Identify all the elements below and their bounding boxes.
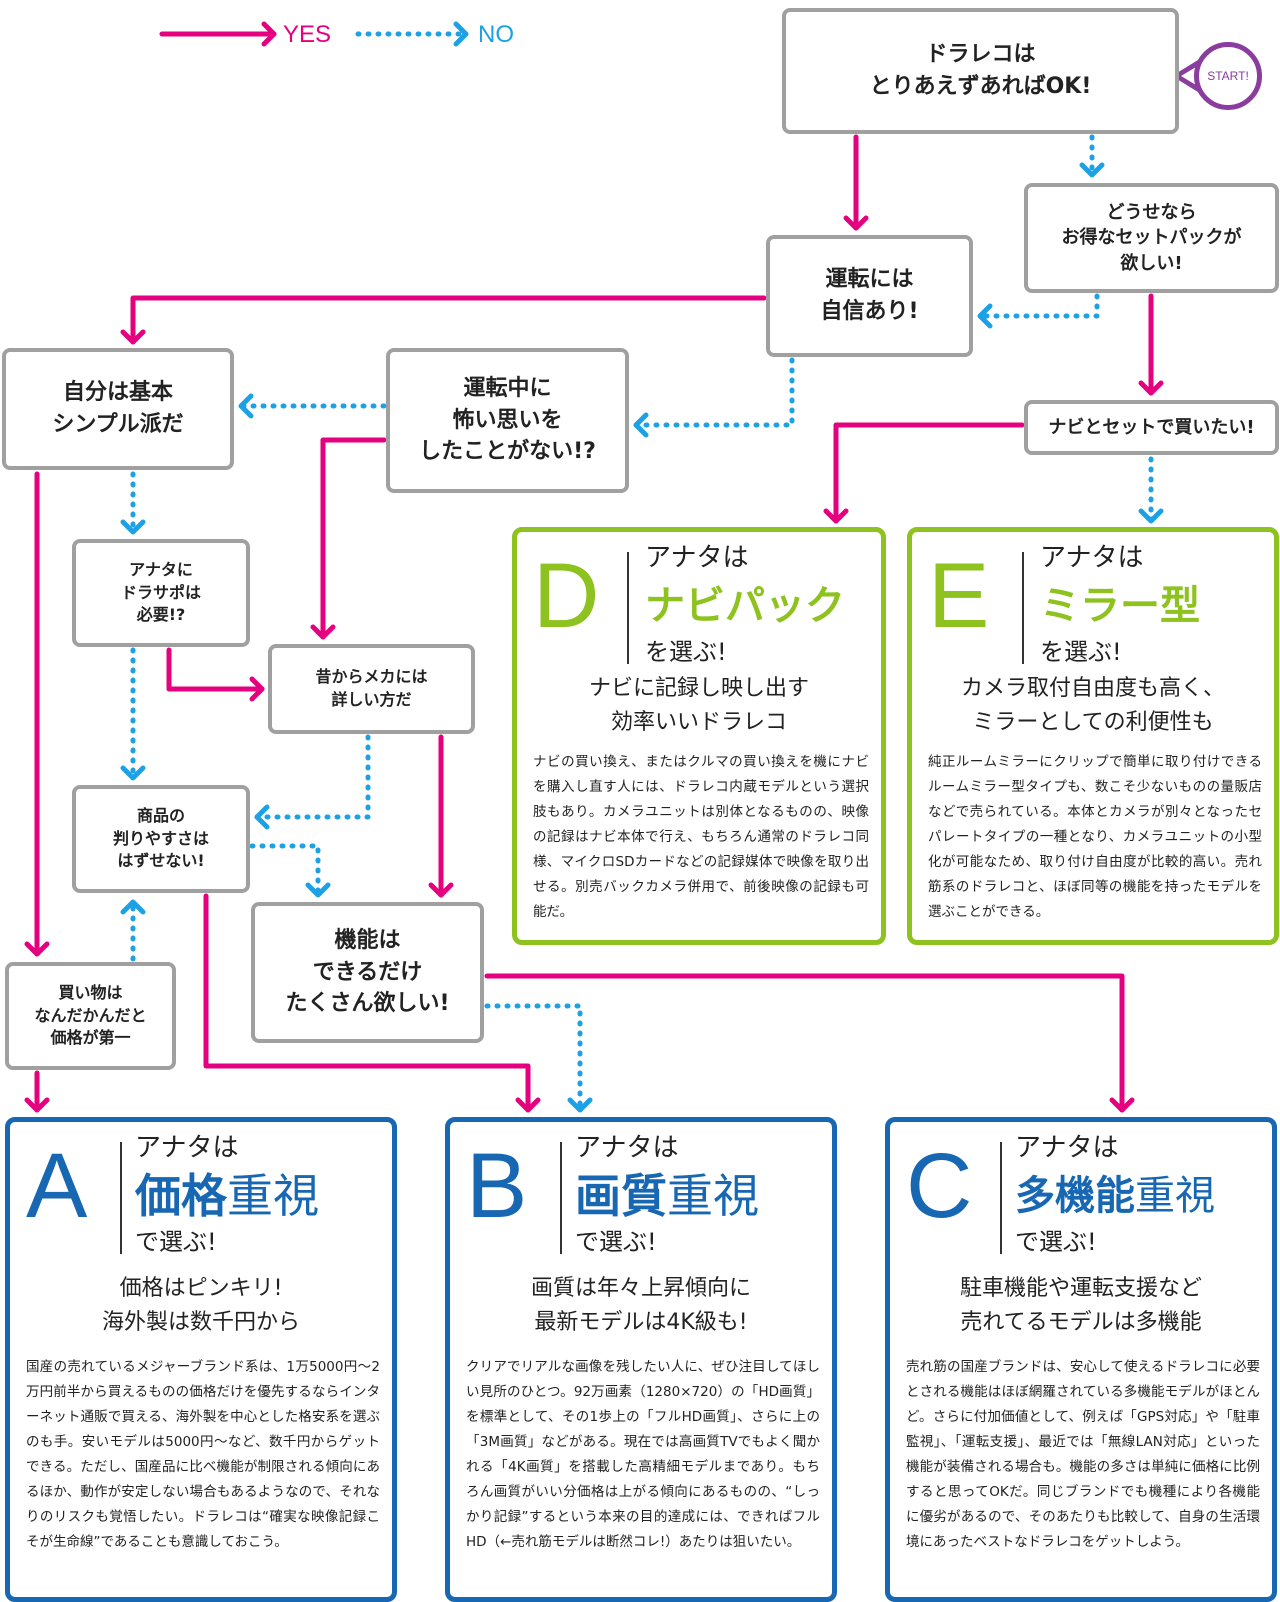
question-many-functions: 機能は できるだけ たくさん欲しい!: [251, 902, 484, 1043]
arrow-price-yes-head: [24, 1097, 50, 1113]
result-b-letter: B: [466, 1135, 528, 1237]
arrow-navi-no-head: [1138, 508, 1164, 524]
arrow-drive-yes-line: [130, 295, 767, 345]
question-driving-confidence: 運転には 自信あり!: [766, 235, 973, 357]
arrow-support-no-head: [120, 765, 146, 781]
result-d-body: ナビの買い換え、またはクルマの買い換えを機にナビを購入し直す人には、ドラレコ内蔵…: [533, 754, 869, 920]
arrow-drive-yes-head: [120, 329, 146, 345]
result-e-choose: を選ぶ!: [1040, 638, 1122, 666]
result-a-title-strong: 価格: [135, 1169, 227, 1223]
legend-yes-label: YES: [283, 21, 332, 48]
result-a-you: アナタは: [135, 1133, 239, 1163]
arrow-many-no-head: [567, 1097, 593, 1113]
result-c-title-rest: 重視: [1135, 1173, 1215, 1219]
arrow-simple-yes-head: [24, 941, 50, 957]
arrow-mecha-no-head: [254, 804, 270, 830]
result-b-title: 画質重視: [575, 1166, 759, 1226]
arrow-price-no-head: [120, 899, 146, 915]
arrow-drive-no-head: [633, 412, 649, 438]
question-drive-support: アナタに ドラサポは 必要!?: [72, 539, 250, 647]
arrow-many-yes-line: [484, 973, 1125, 1113]
legend-yes-arrow-head: [261, 21, 277, 47]
result-card-d: D アナタは ナビパック を選ぶ! ナビに記録し映し出す 効率いいドラレコ ナビ…: [512, 527, 886, 945]
legend-no-arrow-head: [453, 21, 469, 47]
arrow-clarity-no-head: [305, 882, 331, 898]
result-a-body: 国産の売れているメジャーブランド系は、1万5000円〜2万円前半から買えるものの…: [26, 1359, 380, 1550]
question-clarity: 商品の 判りやすさは はずせない!: [72, 785, 250, 893]
result-d-choose: を選ぶ!: [645, 638, 727, 666]
start-marker: START!: [1194, 42, 1262, 110]
result-e-letter: E: [928, 545, 990, 647]
start-marker-pointer-inner: [1181, 67, 1196, 85]
arrow-q1-yes-head: [843, 215, 869, 231]
result-e-subtitle: カメラ取付自由度も高く、 ミラーとしての利便性も: [960, 676, 1225, 735]
result-a-subtitle: 価格はピンキリ! 海外製は数千円から: [101, 1276, 300, 1335]
arrow-many-yes-head: [1109, 1097, 1135, 1113]
result-d-letter: D: [533, 545, 600, 647]
question-mecha-savvy: 昔からメカには 詳しい方だ: [268, 644, 475, 734]
arrow-fear-yes-line: [320, 437, 387, 640]
result-d-title-strong: ナビパック: [645, 583, 845, 629]
result-b-subtitle: 画質は年々上昇傾向に 最新モデルは4K級も!: [530, 1276, 751, 1335]
arrow-fear-yes-head: [310, 624, 336, 640]
arrow-navi-yes-line: [833, 422, 1025, 524]
result-e-you: アナタは: [1040, 543, 1144, 573]
arrow-q1-no-head: [1079, 162, 1105, 178]
arrow-simple-no-head: [120, 519, 146, 535]
arrow-navi-yes-head: [823, 508, 849, 524]
arrow-clarity-no-line: [249, 843, 321, 898]
result-b-divider: [560, 1142, 562, 1254]
result-a-title-rest: 重視: [227, 1169, 319, 1223]
result-c-choose: で選ぶ!: [1015, 1228, 1097, 1256]
result-d-you: アナタは: [645, 543, 749, 573]
arrow-clarity-yes-line: [203, 893, 531, 1113]
result-e-body: 純正ルームミラーにクリップで簡単に取り付けできるルームミラー型タイプも、数こそ少…: [928, 754, 1262, 920]
result-b-title-strong: 画質: [575, 1169, 667, 1223]
question-simple-type: 自分は基本 シンプル派だ: [2, 348, 234, 470]
arrow-fear-no-head: [238, 393, 254, 419]
result-card-c: C アナタは 多機能重視 で選ぶ! 駐車機能や運転支援など 売れてるモデルは多機…: [885, 1117, 1277, 1602]
result-d-divider: [627, 552, 629, 664]
result-d-title: ナビパック: [645, 576, 845, 636]
result-b-choose: で選ぶ!: [575, 1228, 657, 1256]
arrow-mecha-yes-head: [428, 882, 454, 898]
result-a-letter: A: [26, 1135, 88, 1237]
arrow-mecha-no-line: [254, 734, 371, 820]
result-d-subtitle: ナビに記録し映し出す 効率いいドラレコ: [588, 676, 809, 735]
result-e-divider: [1022, 552, 1024, 664]
result-a-divider: [120, 1142, 122, 1254]
arrow-drive-no-line: [633, 357, 795, 428]
result-b-you: アナタは: [575, 1133, 679, 1163]
result-c-divider: [1000, 1142, 1002, 1254]
result-e-title: ミラー型: [1040, 576, 1200, 636]
result-e-title-strong: ミラー型: [1040, 583, 1200, 629]
arrow-set-no-line: [977, 293, 1100, 319]
result-a-choose: で選ぶ!: [135, 1228, 217, 1256]
arrow-support-yes-head: [249, 676, 265, 702]
result-card-e: E アナタは ミラー型 を選ぶ! カメラ取付自由度も高く、 ミラーとしての利便性…: [907, 527, 1279, 945]
result-c-body: 売れ筋の国産ブランドは、安心して使えるドラレコに必要とされる機能はほぼ網羅されて…: [906, 1359, 1260, 1550]
result-b-title-rest: 重視: [667, 1169, 759, 1223]
result-card-a: A アナタは 価格重視 で選ぶ! 価格はピンキリ! 海外製は数千円から 国産の売…: [5, 1117, 397, 1602]
arrow-set-no-head: [977, 303, 993, 329]
result-a-title: 価格重視: [135, 1166, 319, 1226]
result-card-b: B アナタは 画質重視 で選ぶ! 画質は年々上昇傾向に 最新モデルは4K級も! …: [445, 1117, 837, 1602]
arrow-clarity-yes-head: [515, 1097, 541, 1113]
result-c-you: アナタは: [1015, 1133, 1119, 1163]
arrow-set-yes-head: [1138, 380, 1164, 396]
question-dorareco-ok: ドラレコは とりあえずあればOK!: [782, 8, 1179, 134]
arrow-many-no-line: [484, 1003, 583, 1113]
result-c-title: 多機能重視: [1015, 1166, 1215, 1226]
result-b-body: クリアでリアルな画像を残したい人に、ぜひ注目してほしい見所のひとつ。92万画素（…: [466, 1359, 820, 1550]
legend-no-label: NO: [478, 21, 514, 48]
result-c-subtitle: 駐車機能や運転支援など 売れてるモデルは多機能: [959, 1276, 1202, 1335]
question-set-pack: どうせなら お得なセットパックが 欲しい!: [1024, 183, 1279, 293]
result-c-letter: C: [906, 1135, 973, 1237]
result-c-title-strong: 多機能: [1015, 1173, 1135, 1219]
arrow-support-yes-line: [166, 647, 265, 692]
question-price-first: 買い物は なんだかんだと 価格が第一: [5, 962, 176, 1070]
question-navi-set: ナビとセットで買いたい!: [1024, 400, 1279, 455]
question-scary-experience: 運転中に 怖い思いを したことがない!?: [386, 348, 629, 493]
